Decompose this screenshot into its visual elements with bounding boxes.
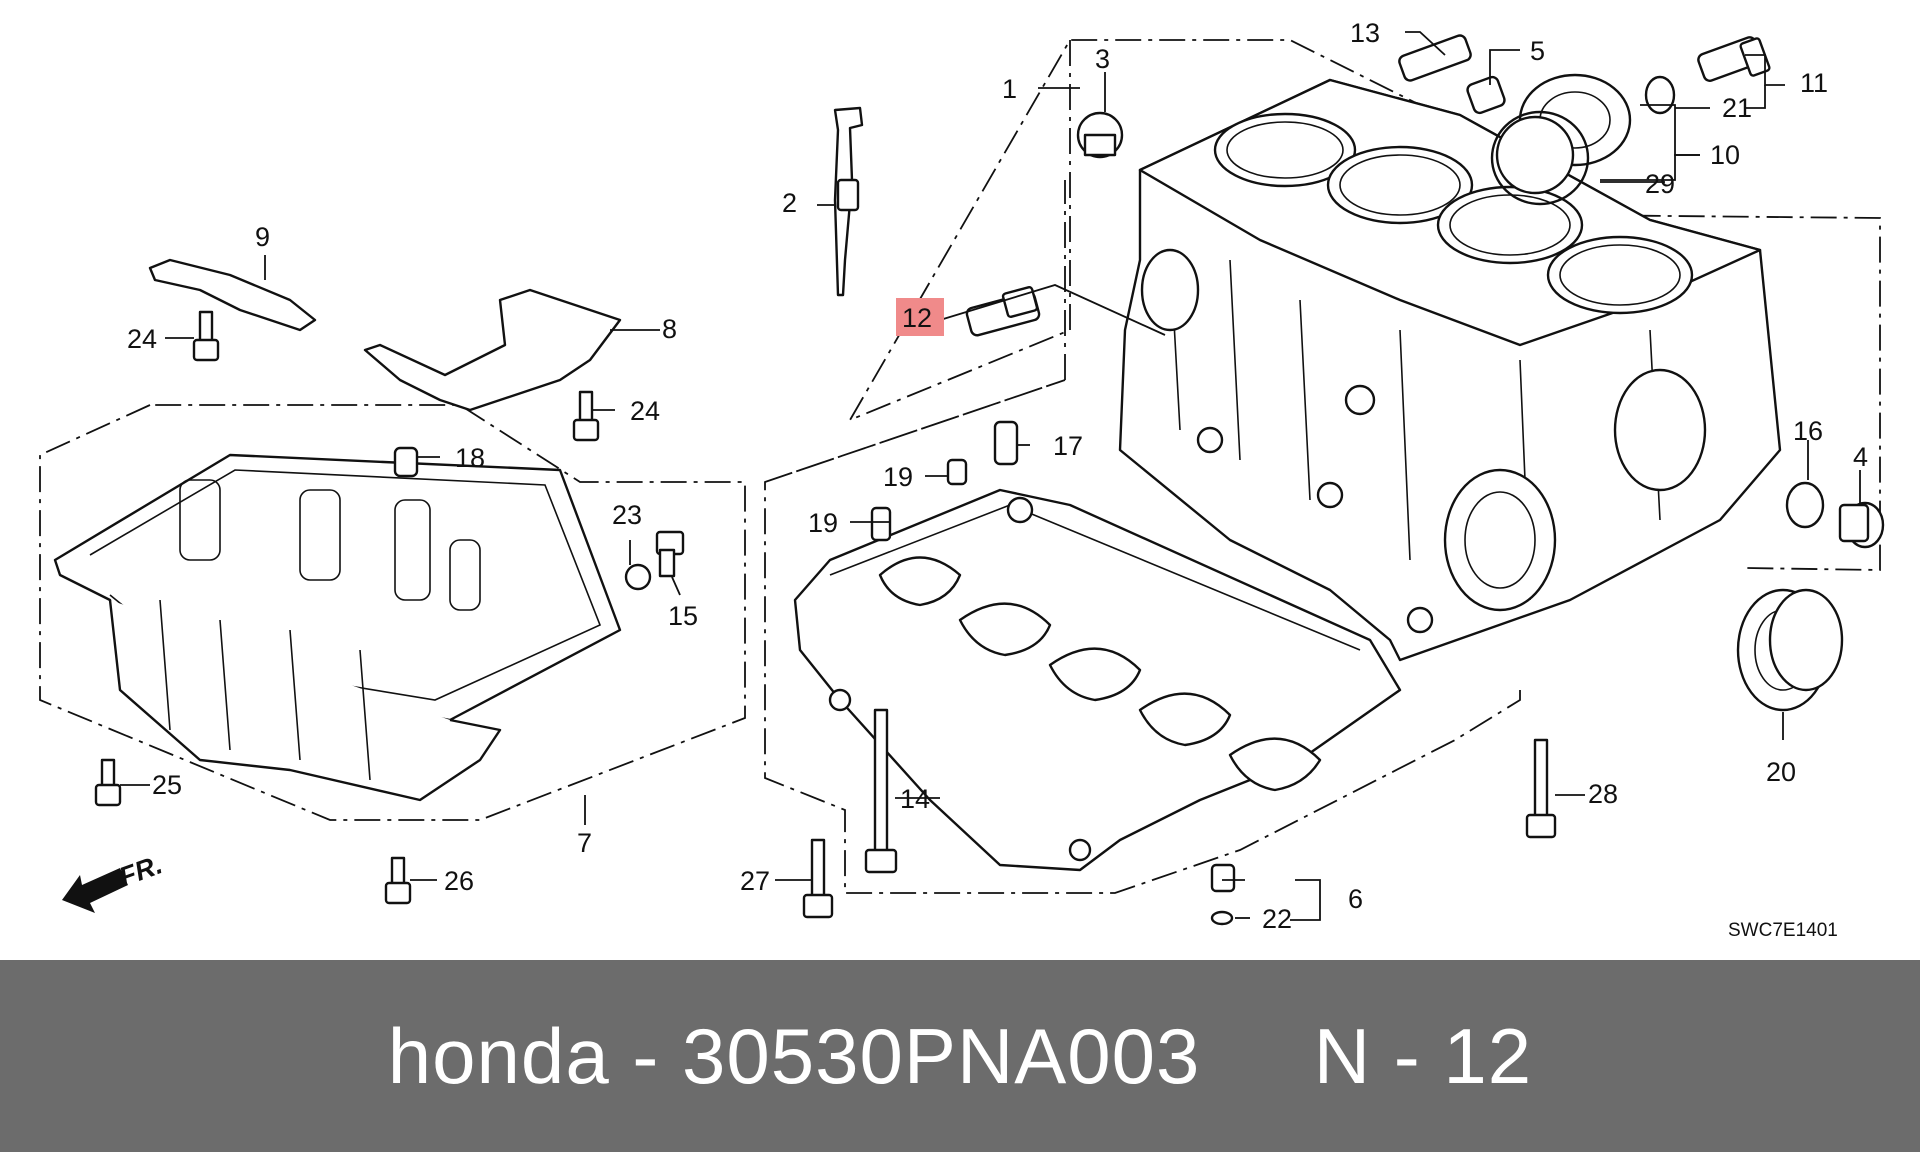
- part-15-bolt: [655, 530, 685, 578]
- lower-block: [793, 488, 1402, 872]
- part-5-collar: [1466, 75, 1506, 115]
- part-label: 9: [255, 222, 270, 252]
- part-20-oil-seal: [1736, 588, 1844, 712]
- part-label: 15: [668, 601, 698, 631]
- footer-bar: honda - 30530PNA003 N - 12: [0, 960, 1920, 1152]
- part-label: 19: [883, 462, 913, 492]
- part-6-dowel: [1210, 863, 1236, 926]
- part-11-bolt: [1697, 36, 1771, 82]
- group-outline-oil-pan: [39, 404, 746, 821]
- part-label: 17: [1053, 431, 1083, 461]
- part-label: 2: [782, 188, 797, 218]
- leader-lines: [120, 31, 1861, 921]
- part-label: 11: [1800, 68, 1828, 98]
- part-label: 25: [152, 770, 182, 800]
- part-21-washer: [1644, 75, 1676, 115]
- footer-part-title: honda - 30530PNA003 N - 12: [387, 1011, 1533, 1100]
- part-label: 27: [740, 866, 770, 896]
- part-9-stiffener: [148, 258, 317, 332]
- part-label: 4: [1853, 442, 1868, 472]
- part-label: 10: [1710, 140, 1740, 170]
- part-28-bolt: [1525, 738, 1557, 839]
- part-label: 7: [577, 828, 592, 858]
- part-label: 13: [1350, 18, 1380, 48]
- part-19-dowel: [946, 458, 968, 486]
- part-label: 28: [1588, 779, 1618, 809]
- cylinder-block: [1118, 78, 1782, 662]
- front-direction-text: FR.: [115, 849, 166, 892]
- part-label: 29: [1645, 169, 1675, 199]
- part-label: 6: [1348, 884, 1363, 914]
- part-29-o-ring: [1490, 110, 1590, 206]
- part-4-plug: [1838, 501, 1885, 549]
- part-8-baffle-plate: [363, 288, 622, 412]
- part-label-highlighted: 12: [902, 303, 932, 333]
- highlight-box-part-12: [896, 298, 944, 336]
- group-outline-lower-block: [764, 379, 1521, 894]
- part-16-washer: [1785, 481, 1825, 529]
- oil-pan: [53, 453, 622, 802]
- part-label: 23: [612, 500, 642, 530]
- part-label: 24: [630, 396, 660, 426]
- part-25-bolt: [94, 758, 122, 807]
- part-10-cover: [1495, 73, 1632, 195]
- part-label: 19: [808, 508, 838, 538]
- part-label: 26: [444, 866, 474, 896]
- part-24-bolt: [572, 390, 600, 442]
- part-label: 21: [1722, 93, 1752, 123]
- part-27-bolt: [802, 838, 834, 919]
- part-label: 20: [1766, 757, 1796, 787]
- part-24-bolt: [192, 310, 220, 362]
- part-3-plug: [1076, 111, 1124, 159]
- part-13-sensor: [1398, 34, 1472, 82]
- part-23-washer: [624, 563, 652, 591]
- group-outline-cylinder-block: [847, 39, 1881, 571]
- part-18-dowel: [393, 446, 419, 478]
- part-19-dowel: [870, 506, 892, 542]
- parts-diagram: FR. 1 2 3 4 5 6 7 8 9 10 11 12 13 14 15 …: [39, 18, 1885, 941]
- part-label: 14: [900, 784, 930, 814]
- part-label: 24: [127, 324, 157, 354]
- arrow-left-icon: [62, 868, 128, 913]
- part-12-oil-pressure-switch: [965, 286, 1041, 337]
- part-label: 3: [1095, 44, 1110, 74]
- part-label: 16: [1793, 416, 1823, 446]
- part-17-dowel: [993, 420, 1019, 466]
- front-direction-marker: FR.: [62, 849, 166, 913]
- part-label: 22: [1262, 904, 1292, 934]
- part-label: 8: [662, 314, 677, 344]
- part-2-oil-level-guide: [833, 106, 864, 297]
- part-label: 18: [455, 443, 485, 473]
- diagram-code: SWC7E1401: [1728, 920, 1838, 941]
- part-26-bolt: [384, 856, 412, 905]
- part-label: 5: [1530, 36, 1545, 66]
- part-14-bolt: [864, 708, 898, 874]
- part-label: 1: [1002, 74, 1017, 104]
